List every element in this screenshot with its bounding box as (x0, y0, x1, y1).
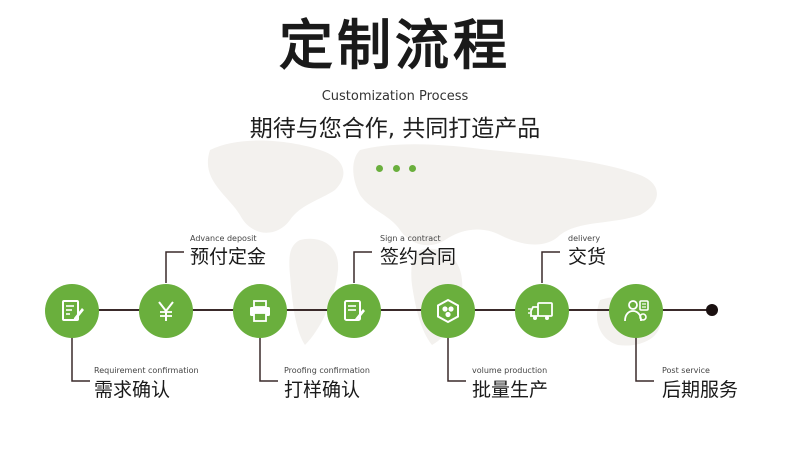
step-1-label-cn: 需求确认 (94, 379, 171, 401)
connector-5 (447, 337, 466, 382)
step-6-circle (515, 284, 569, 338)
dot (392, 165, 400, 172)
step-3-circle (233, 284, 287, 338)
step-5-label-en: volume production (472, 366, 548, 375)
document-edit-icon (62, 300, 84, 321)
step-7-circle (609, 284, 663, 338)
step-4-label-en: Sign a contract (380, 234, 441, 243)
subtitle-english: Customization Process (321, 89, 469, 104)
connector-4 (353, 251, 372, 283)
step-7-label-cn: 后期服务 (662, 379, 739, 401)
timeline-end-dot (706, 304, 718, 316)
connector-6 (541, 251, 560, 283)
step-1-label-en: Requirement confirmation (94, 366, 199, 375)
step-7-label-en: Post service (662, 366, 710, 375)
step-4-label-cn: 签约合同 (380, 246, 457, 268)
yen-icon (158, 301, 174, 321)
step-2-label-en: Advance deposit (190, 234, 257, 243)
connector-3 (259, 337, 278, 382)
step-2-circle (139, 284, 193, 338)
step-3-label-en: Proofing confirmation (284, 366, 370, 375)
subtitle-chinese: 期待与您合作, 共同打造产品 (249, 116, 541, 142)
printer-icon (250, 300, 270, 322)
decorative-dots (376, 165, 416, 173)
step-6-label-cn: 交货 (568, 246, 607, 268)
service-person-icon (624, 300, 649, 322)
contract-pen-icon (344, 300, 365, 321)
dot (409, 165, 416, 172)
dot (376, 165, 383, 172)
page-title: 定制流程 (279, 14, 511, 77)
connector-2 (165, 251, 184, 283)
truck-icon (528, 302, 553, 320)
step-3-label-cn: 打样确认 (284, 379, 361, 401)
step-1-circle (45, 284, 99, 338)
connector-7 (635, 337, 654, 382)
step-2-label-cn: 预付定金 (190, 246, 267, 268)
step-5-label-cn: 批量生产 (472, 379, 549, 401)
step-4-circle (327, 284, 381, 338)
connector-1 (71, 337, 90, 382)
production-icon (437, 298, 459, 324)
step-6-label-en: delivery (568, 234, 601, 243)
step-5-circle (421, 284, 475, 338)
